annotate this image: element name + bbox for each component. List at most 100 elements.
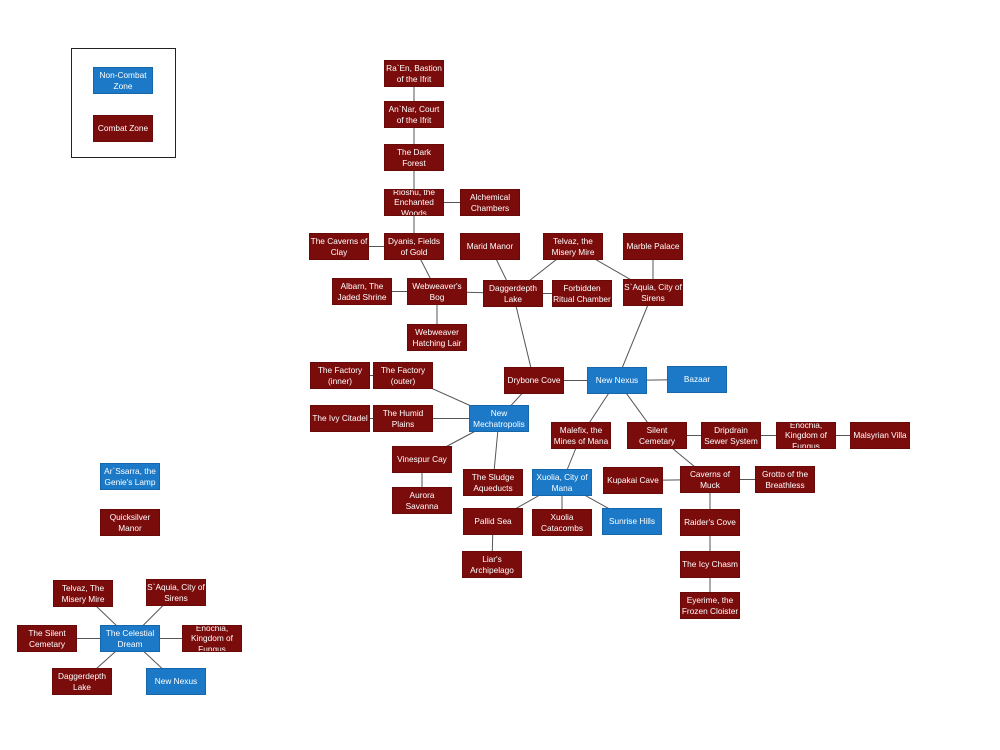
zone-label: S`Aquia, City of Sirens [147, 582, 205, 603]
zone-label: The Factory (outer) [380, 365, 426, 386]
zone-label: Alchemical Chambers [469, 192, 511, 213]
zone-eyerime: Eyerime, the Frozen Cloister [680, 592, 740, 619]
zone-label: An`Nar, Court of the Ifrit [388, 104, 440, 125]
zone-label: The Humid Plains [382, 408, 424, 429]
zone-marble: Marble Palace [623, 233, 683, 260]
zone-label: Malsyrian Villa [853, 430, 907, 441]
zone-label: Sunrise Hills [608, 516, 656, 527]
zone-dripdrain: Dripdrain Sewer System [701, 422, 761, 449]
zone-hatching: Webweaver Hatching Lair [407, 324, 467, 351]
zone-label: Dripdrain Sewer System [704, 425, 758, 446]
zone-dyanis: Dyanis, Fields of Gold [384, 233, 444, 260]
zone-label: The Caverns of Clay [310, 236, 368, 257]
zone-label: Liar's Archipelago [470, 554, 514, 575]
zone-label: Telvaz, the Misery Mire [551, 236, 595, 257]
zone-label: Telvaz, The Misery Mire [61, 583, 105, 604]
zone-enochia: Enochia, Kingdom of Fungus [776, 422, 836, 449]
zone-newnexus: New Nexus [587, 367, 647, 394]
zone-label: Drybone Cove [507, 375, 561, 386]
zone-label: New Nexus [595, 375, 639, 386]
zone-daggerdepth: Daggerdepth Lake [483, 280, 543, 307]
edge-saquia-newnexus [616, 292, 654, 381]
zone-label: Albarn, The Jaded Shrine [337, 281, 387, 302]
zone-label: Daggerdepth Lake [58, 671, 106, 692]
zone-telvaz: Telvaz, the Misery Mire [543, 233, 603, 260]
zone-enochia2: Enochia, Kingdom of Fungus [182, 625, 242, 652]
zone-label: The Icy Chasm [682, 559, 738, 570]
zone-label: Silent Cemetary [639, 425, 675, 446]
zone-label: Enochia, Kingdom of Fungus [785, 422, 827, 449]
zone-forbidden: Forbidden Ritual Chamber [552, 280, 612, 307]
zone-label: Marble Palace [626, 241, 680, 252]
zone-label: Non-Combat Zone [99, 70, 147, 91]
zone-xuolia: Xuolia, City of Mana [532, 469, 592, 496]
zone-label: Quicksilver Manor [109, 512, 151, 533]
zone-label: Eyerime, the Frozen Cloister [681, 595, 739, 616]
zone-label: Forbidden Ritual Chamber [553, 283, 611, 304]
legend-noncombat: Non-Combat Zone [93, 67, 153, 94]
zone-label: Rioshu, the Enchanted Woods [393, 189, 435, 216]
zone-darkforest: The Dark Forest [384, 144, 444, 171]
zone-label: The Silent Cemetary [28, 628, 66, 649]
zone-kupakai: Kupakai Cave [603, 467, 663, 494]
zone-telvaz2: Telvaz, The Misery Mire [53, 580, 113, 607]
zone-rioshu: Rioshu, the Enchanted Woods [384, 189, 444, 216]
zone-sludge: The Sludge Aqueducts [463, 469, 523, 496]
zone-saquia: S`Aquia, City of Sirens [623, 279, 683, 306]
zone-catacombs: Xuolia Catacombs [532, 509, 592, 536]
zone-annar: An`Nar, Court of the Ifrit [384, 101, 444, 128]
zone-pallid: Pallid Sea [463, 508, 523, 535]
zone-label: Raider's Cove [684, 517, 736, 528]
legend-combat: Combat Zone [93, 115, 153, 142]
zone-label: New Nexus [154, 676, 198, 687]
zone-label: Malefix, the Mines of Mana [553, 425, 609, 446]
zone-label: Dyanis, Fields of Gold [387, 236, 441, 257]
legend [71, 48, 176, 158]
zone-marid: Marid Manor [460, 233, 520, 260]
zone-bazaar: Bazaar [667, 366, 727, 393]
zone-label: Aurora Savanna [405, 490, 439, 511]
zone-label: Caverns of Muck [689, 469, 731, 490]
zone-label: Ra`En, Bastion of the Ifrit [386, 63, 442, 84]
zone-drybone: Drybone Cove [504, 367, 564, 394]
zone-label: The Dark Forest [396, 147, 432, 168]
zone-liars: Liar's Archipelago [462, 551, 522, 578]
zone-saquia2: S`Aquia, City of Sirens [146, 579, 206, 606]
zone-label: New Mechatropolis [473, 408, 525, 429]
zone-label: Xuolia Catacombs [541, 512, 583, 533]
zone-label: Daggerdepth Lake [489, 283, 537, 304]
zone-silent: Silent Cemetary [627, 422, 687, 449]
zone-vinespur: Vinespur Cay [392, 446, 452, 473]
zone-grotto: Grotto of the Breathless [755, 466, 815, 493]
zone-label: Xuolia, City of Mana [536, 472, 588, 493]
zone-silent2: The Silent Cemetary [17, 625, 77, 652]
zone-label: The Ivy Citadel [312, 413, 368, 424]
zone-nexus2: New Nexus [146, 668, 206, 695]
zone-label: Kupakai Cave [607, 475, 659, 486]
zone-celestial: The Celestial Dream [100, 625, 160, 652]
zone-malsyrian: Malsyrian Villa [850, 422, 910, 449]
zone-label: Grotto of the Breathless [761, 469, 809, 490]
zone-clay: The Caverns of Clay [309, 233, 369, 260]
zone-label: S`Aquia, City of Sirens [624, 282, 682, 303]
zone-factoryinner: The Factory (inner) [310, 362, 370, 389]
zone-raen: Ra`En, Bastion of the Ifrit [384, 60, 444, 87]
zone-bog: Webweaver's Bog [407, 278, 467, 305]
zone-label: Vinespur Cay [397, 454, 447, 465]
zone-muck: Caverns of Muck [680, 466, 740, 493]
zone-alchemical: Alchemical Chambers [460, 189, 520, 216]
zone-arssarra: Ar`Ssarra, the Genie's Lamp [100, 463, 160, 490]
zone-ivy: The Ivy Citadel [310, 405, 370, 432]
zone-label: Marid Manor [466, 241, 514, 252]
zone-malefix: Malefix, the Mines of Mana [551, 422, 611, 449]
zone-sunrise: Sunrise Hills [602, 508, 662, 535]
zone-label: The Sludge Aqueducts [471, 472, 515, 493]
zone-label: Enochia, Kingdom of Fungus [191, 625, 233, 652]
zone-albarn: Albarn, The Jaded Shrine [332, 278, 392, 305]
zone-factoryouter: The Factory (outer) [373, 362, 433, 389]
zone-raiders: Raider's Cove [680, 509, 740, 536]
zone-label: Webweaver's Bog [412, 281, 462, 302]
zone-label: Bazaar [683, 374, 711, 385]
zone-label: Webweaver Hatching Lair [412, 327, 462, 348]
zone-label: Combat Zone [97, 123, 149, 134]
